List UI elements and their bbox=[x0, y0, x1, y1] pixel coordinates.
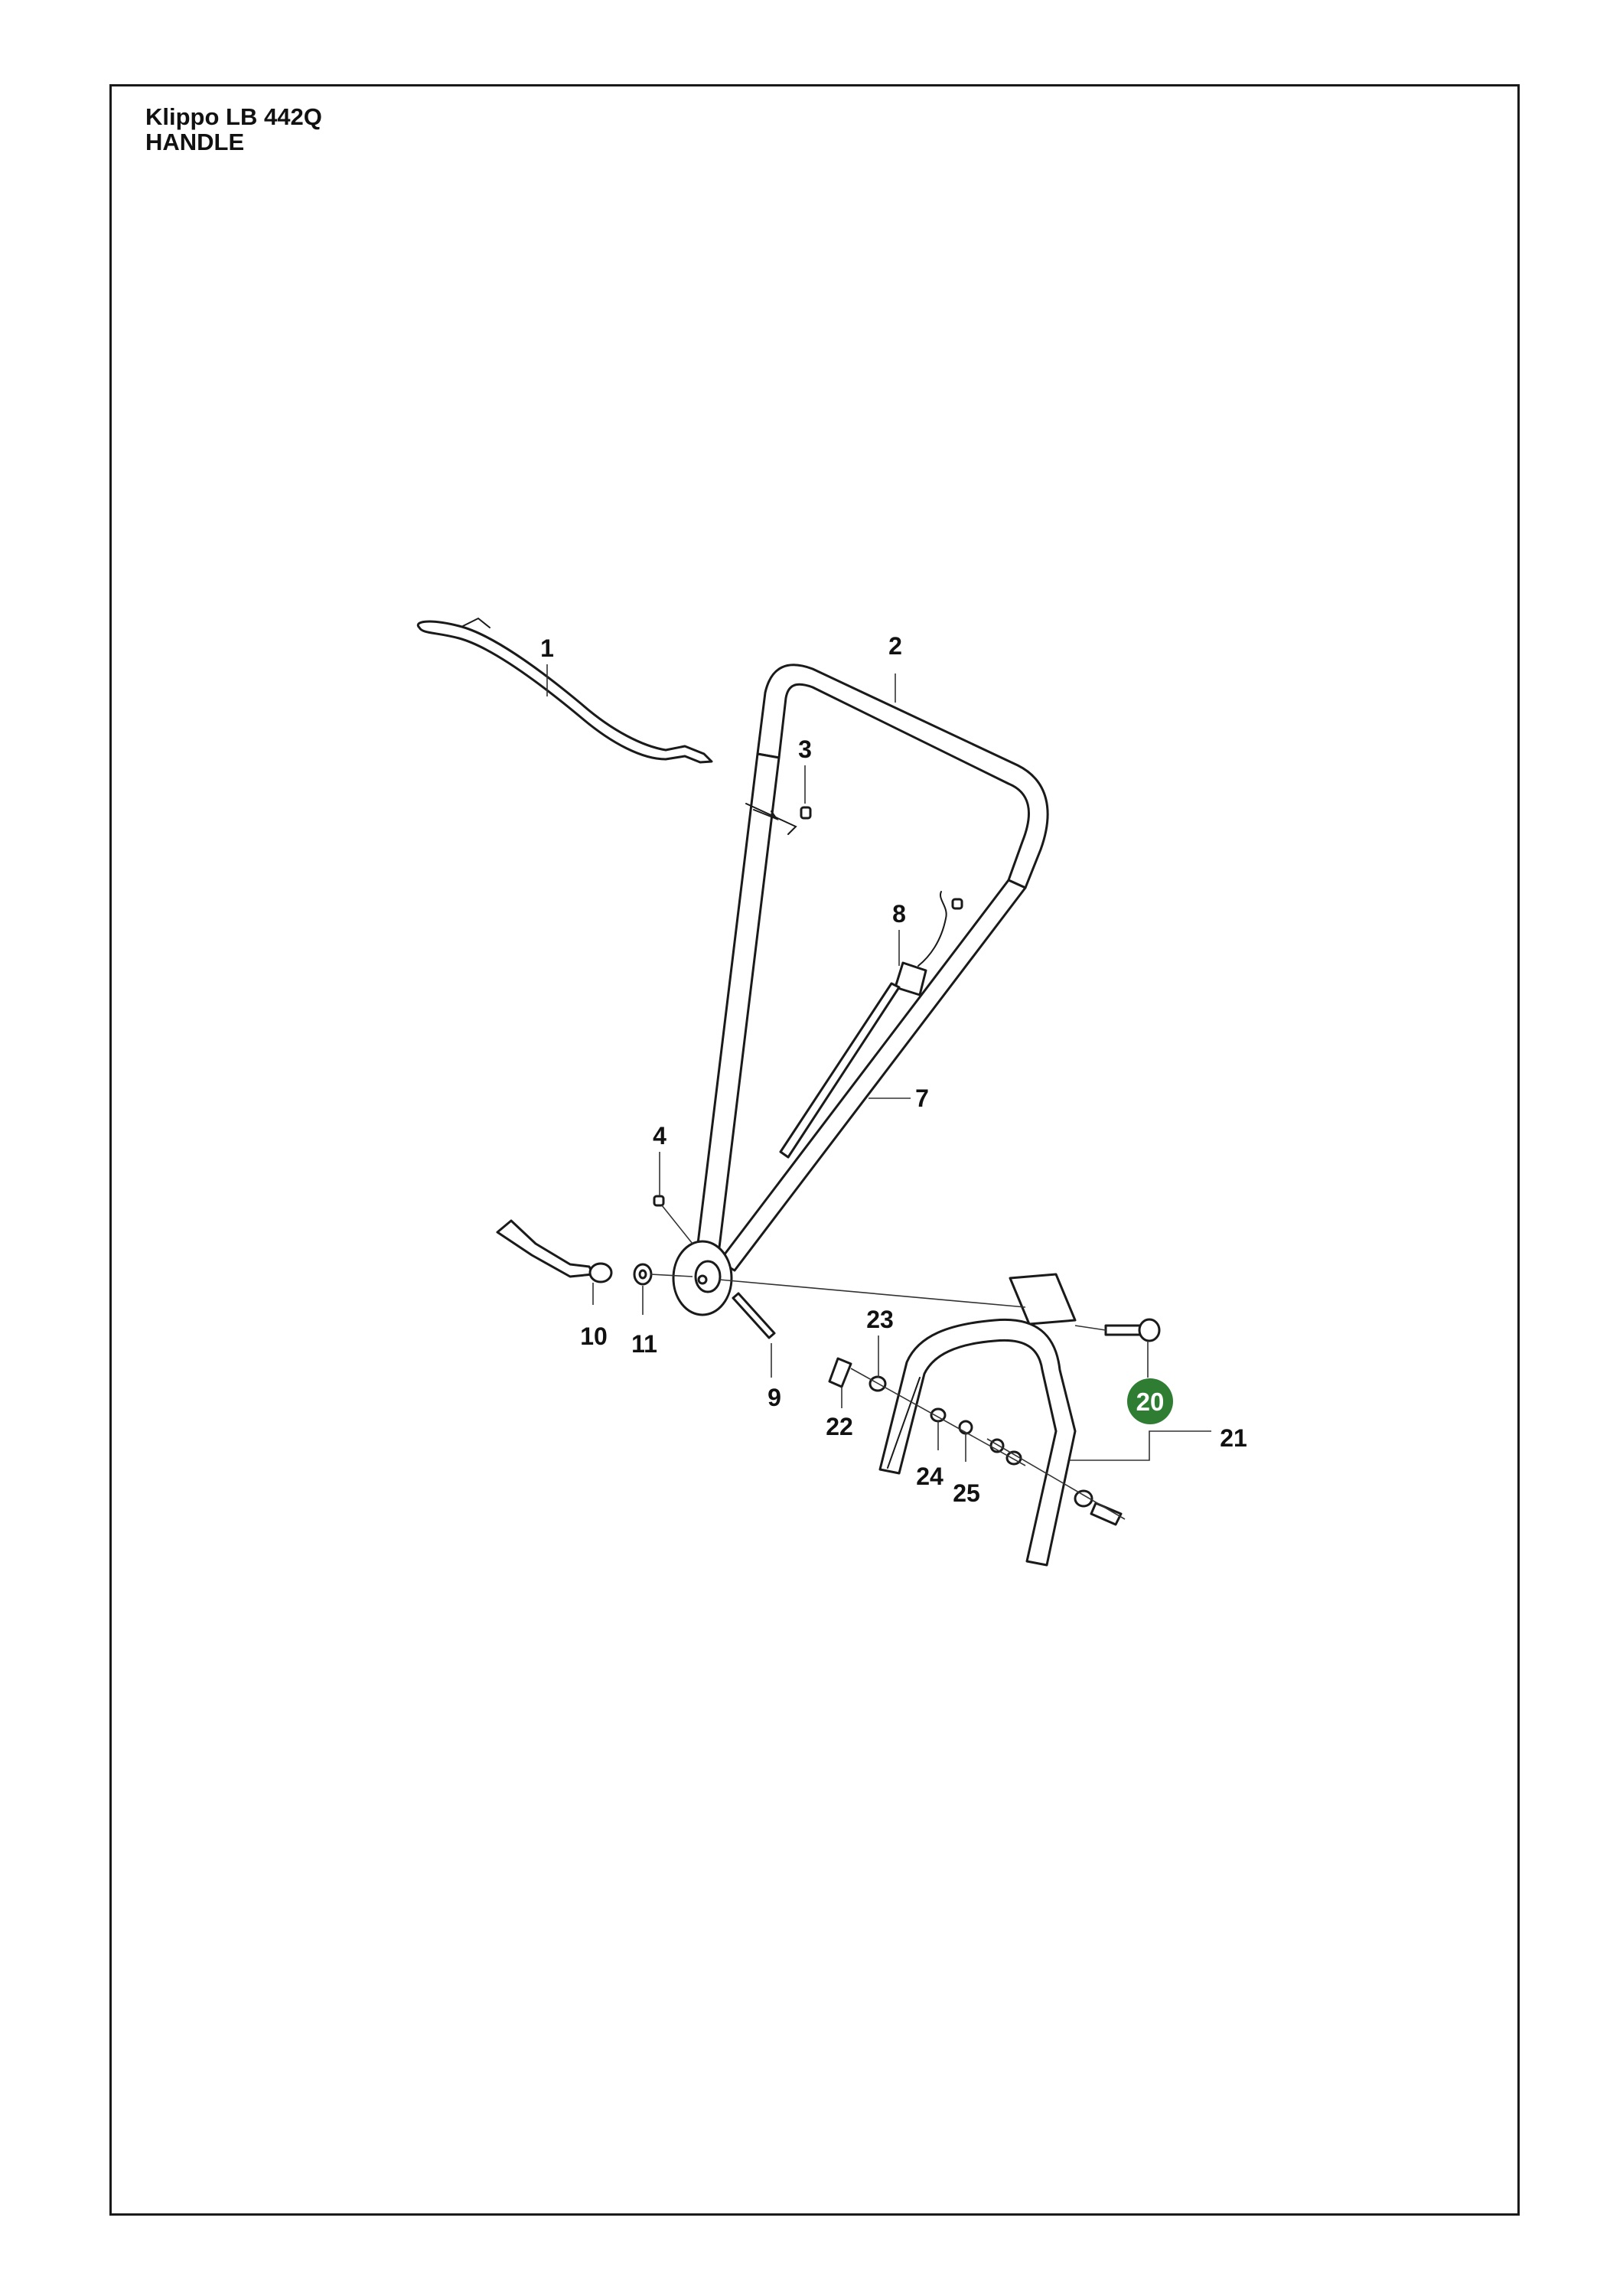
callout-1: 1 bbox=[540, 634, 554, 662]
callout-labels: 1 2 3 4 7 8 9 10 11 21 22 23 24 25 bbox=[540, 632, 1247, 1507]
callout-4: 4 bbox=[653, 1122, 666, 1150]
title-block: Klippo LB 442Q HANDLE bbox=[145, 103, 322, 155]
leader-lines bbox=[546, 664, 1211, 1520]
callout-23: 23 bbox=[866, 1306, 894, 1333]
model-title: Klippo LB 442Q bbox=[145, 103, 322, 130]
callout-24: 24 bbox=[916, 1463, 943, 1490]
part-22-screw[interactable] bbox=[828, 1357, 852, 1388]
callout-7: 7 bbox=[915, 1084, 929, 1112]
callout-3: 3 bbox=[798, 735, 812, 763]
part-8-cable-switch[interactable] bbox=[779, 891, 963, 1159]
part-9-bolt[interactable] bbox=[732, 1292, 776, 1339]
callout-2: 2 bbox=[888, 632, 902, 660]
part-20-bolt[interactable] bbox=[1104, 1318, 1161, 1342]
callout-11: 11 bbox=[631, 1330, 657, 1358]
callout-21: 21 bbox=[1220, 1424, 1247, 1452]
callout-20-highlighted[interactable]: 20 bbox=[1127, 1378, 1173, 1424]
callout-25: 25 bbox=[953, 1479, 980, 1507]
part-2-upper-handle[interactable] bbox=[696, 664, 1049, 1272]
part-3-nut[interactable] bbox=[745, 803, 812, 835]
handle-pivot-hub[interactable] bbox=[672, 1240, 733, 1316]
callout-9: 9 bbox=[768, 1384, 781, 1411]
callout-10: 10 bbox=[580, 1322, 608, 1350]
callout-20: 20 bbox=[1136, 1388, 1165, 1416]
part-11-washer[interactable] bbox=[633, 1263, 653, 1286]
callout-22: 22 bbox=[826, 1413, 853, 1440]
part-10-handle-knob[interactable] bbox=[496, 1219, 613, 1283]
callout-8: 8 bbox=[892, 900, 906, 928]
part-21-fastener-set[interactable] bbox=[989, 1438, 1123, 1526]
part-21-lower-handle[interactable] bbox=[878, 1273, 1077, 1567]
part-25-nut[interactable] bbox=[958, 1420, 973, 1435]
part-4-nut[interactable] bbox=[653, 1195, 665, 1207]
drawing-frame bbox=[109, 84, 1520, 2216]
part-1-control-rod[interactable] bbox=[416, 617, 713, 764]
section-title: HANDLE bbox=[145, 128, 245, 155]
callout-20-badge bbox=[1127, 1378, 1173, 1424]
